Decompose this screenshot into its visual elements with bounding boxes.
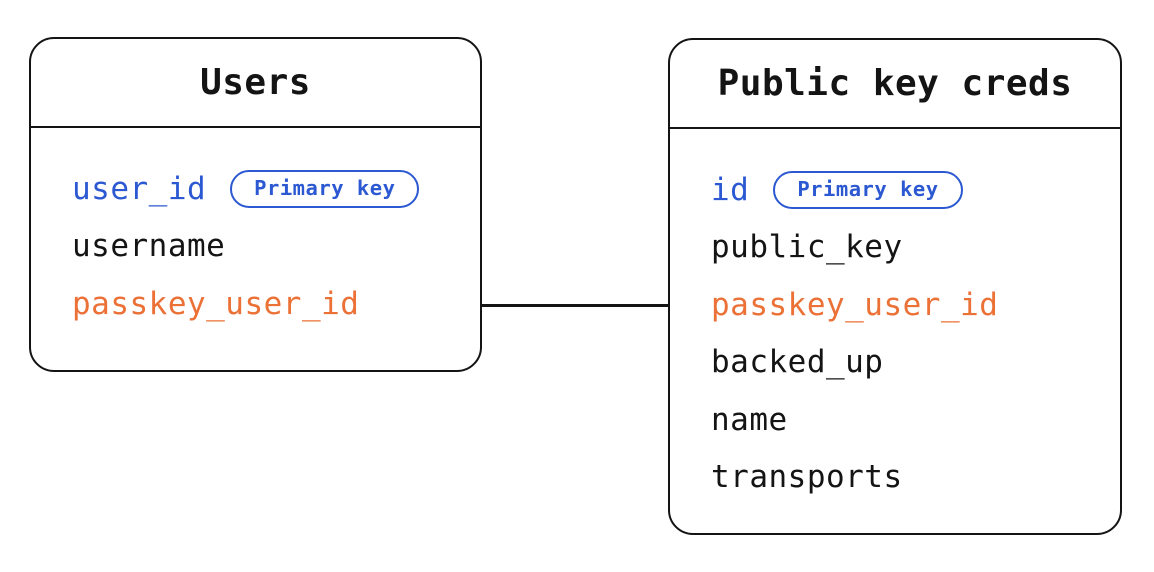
field-row: name [711,391,1120,449]
table-users-title: Users [31,39,480,128]
field-row: transports [711,449,1120,507]
field-name: id [711,171,750,208]
table-public-key-creds: Public key creds id Primary key public_key… [668,38,1122,535]
field-name: name [711,401,788,438]
field-name: username [72,228,226,265]
field-row: public_key [711,219,1120,277]
field-name: transports [711,459,903,496]
field-row: id Primary key [711,161,1120,219]
field-row: user_id Primary key [72,160,480,218]
field-row: passkey_user_id [711,276,1120,334]
table-public-key-creds-title: Public key creds [670,40,1120,129]
field-name: user_id [72,170,207,207]
field-name: passkey_user_id [711,286,999,323]
relationship-line [482,304,668,307]
field-row: backed_up [711,334,1120,392]
field-name: passkey_user_id [72,285,360,322]
primary-key-badge: Primary key [230,169,420,208]
primary-key-badge: Primary key [773,170,963,209]
field-row: passkey_user_id [72,275,480,333]
field-name: public_key [711,229,903,266]
field-name: backed_up [711,344,884,381]
field-row: username [72,218,480,276]
